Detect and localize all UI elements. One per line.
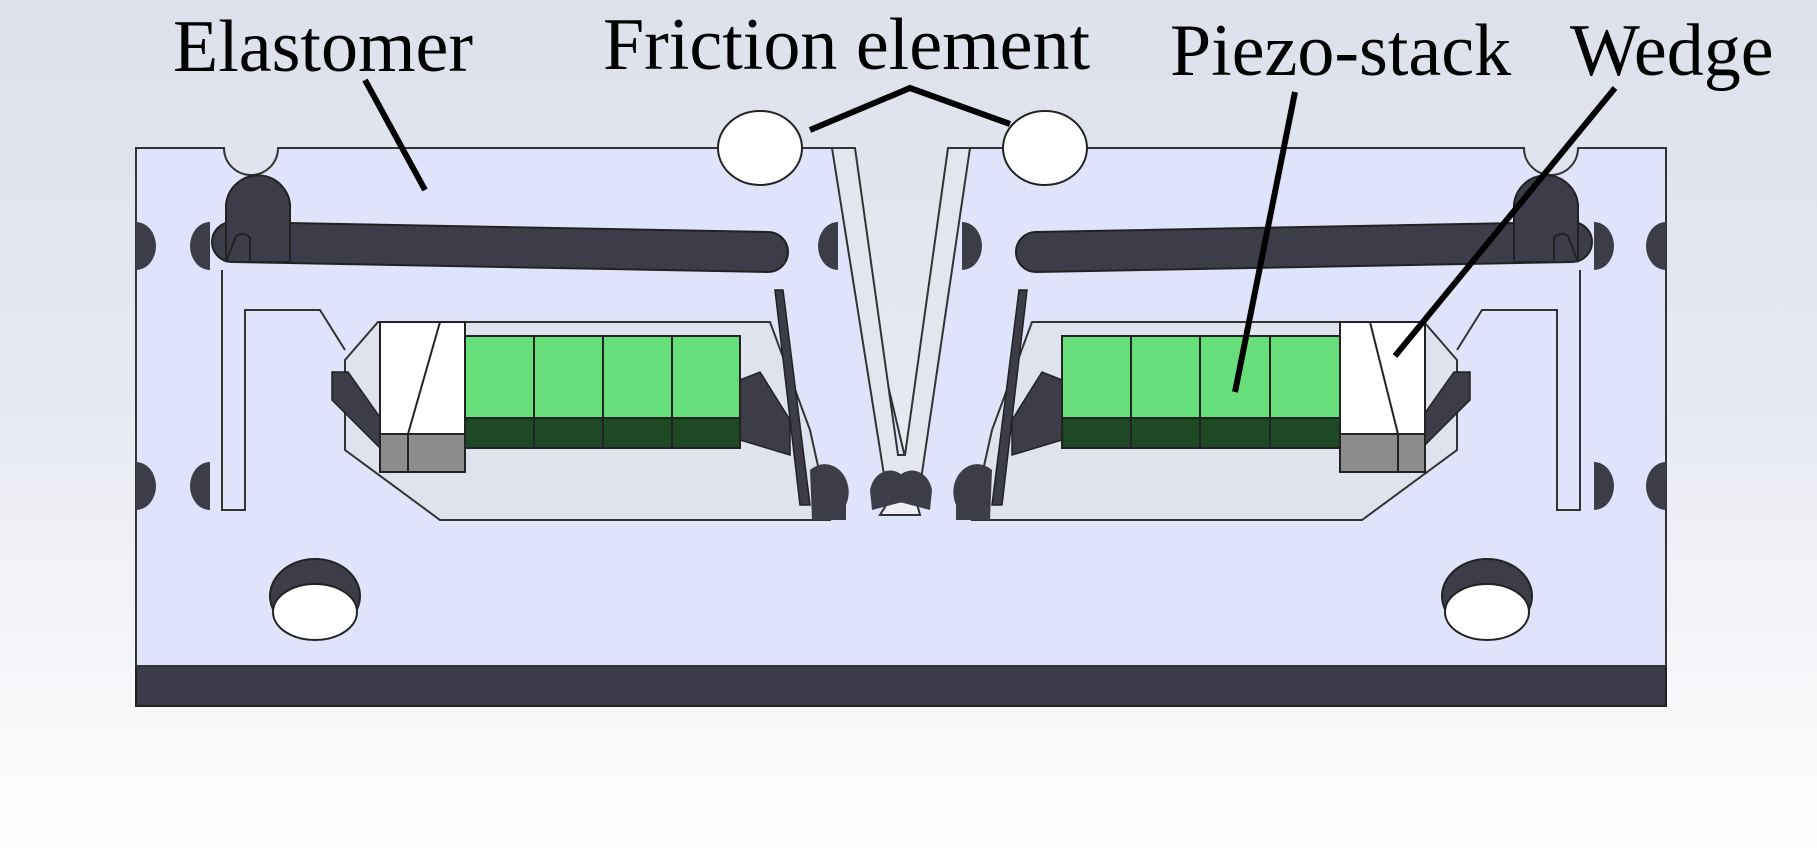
center-left-notch-top: [818, 222, 838, 270]
left-l-cut: [221, 270, 346, 511]
right-edge-notch-bottom: [1646, 462, 1666, 510]
left-flexure-right-blade: [774, 289, 811, 506]
right-mounting-hole: [1441, 558, 1533, 641]
left-inner-notch-top: [190, 222, 210, 270]
leader-friction-element: [808, 84, 1012, 133]
label-wedge: Wedge: [1570, 10, 1774, 92]
center-right-notch-top: [962, 222, 982, 270]
left-cavity-notch-a: [810, 464, 849, 520]
left-edge-notch-top: [136, 222, 156, 270]
left-mounting-hole: [269, 558, 361, 641]
label-piezo-stack: Piezo-stack: [1170, 10, 1512, 92]
base-plate: [135, 665, 1667, 707]
right-wedge: [1339, 321, 1426, 473]
right-slot-hook: [1512, 174, 1579, 263]
label-friction-element: Friction element: [603, 4, 1091, 86]
right-inner-notch-top: [1594, 222, 1614, 270]
right-inner-notch-bottom: [1594, 462, 1614, 510]
left-inner-notch-bottom: [190, 462, 210, 510]
right-edge-notch-top: [1646, 222, 1666, 270]
label-elastomer: Elastomer: [173, 6, 474, 88]
left-edge-notch-bottom: [136, 462, 156, 510]
right-flexure-left-blade: [991, 289, 1028, 506]
leader-piezo-stack: [1232, 91, 1298, 393]
right-piezo-stack: [1061, 335, 1341, 449]
left-piezo-stack: [464, 335, 741, 449]
right-upper-slot: [1015, 220, 1593, 274]
right-center-notch-bottom: [891, 470, 932, 510]
leader-elastomer: [362, 78, 428, 192]
left-wedge: [379, 321, 466, 473]
leader-wedge: [1392, 86, 1618, 358]
friction-element-right: [1002, 110, 1088, 186]
right-cavity-notch-a: [953, 464, 992, 520]
friction-element-left: [717, 110, 803, 186]
left-slot-hook: [225, 174, 292, 263]
right-l-cut: [1456, 270, 1581, 511]
left-upper-slot: [211, 220, 789, 274]
